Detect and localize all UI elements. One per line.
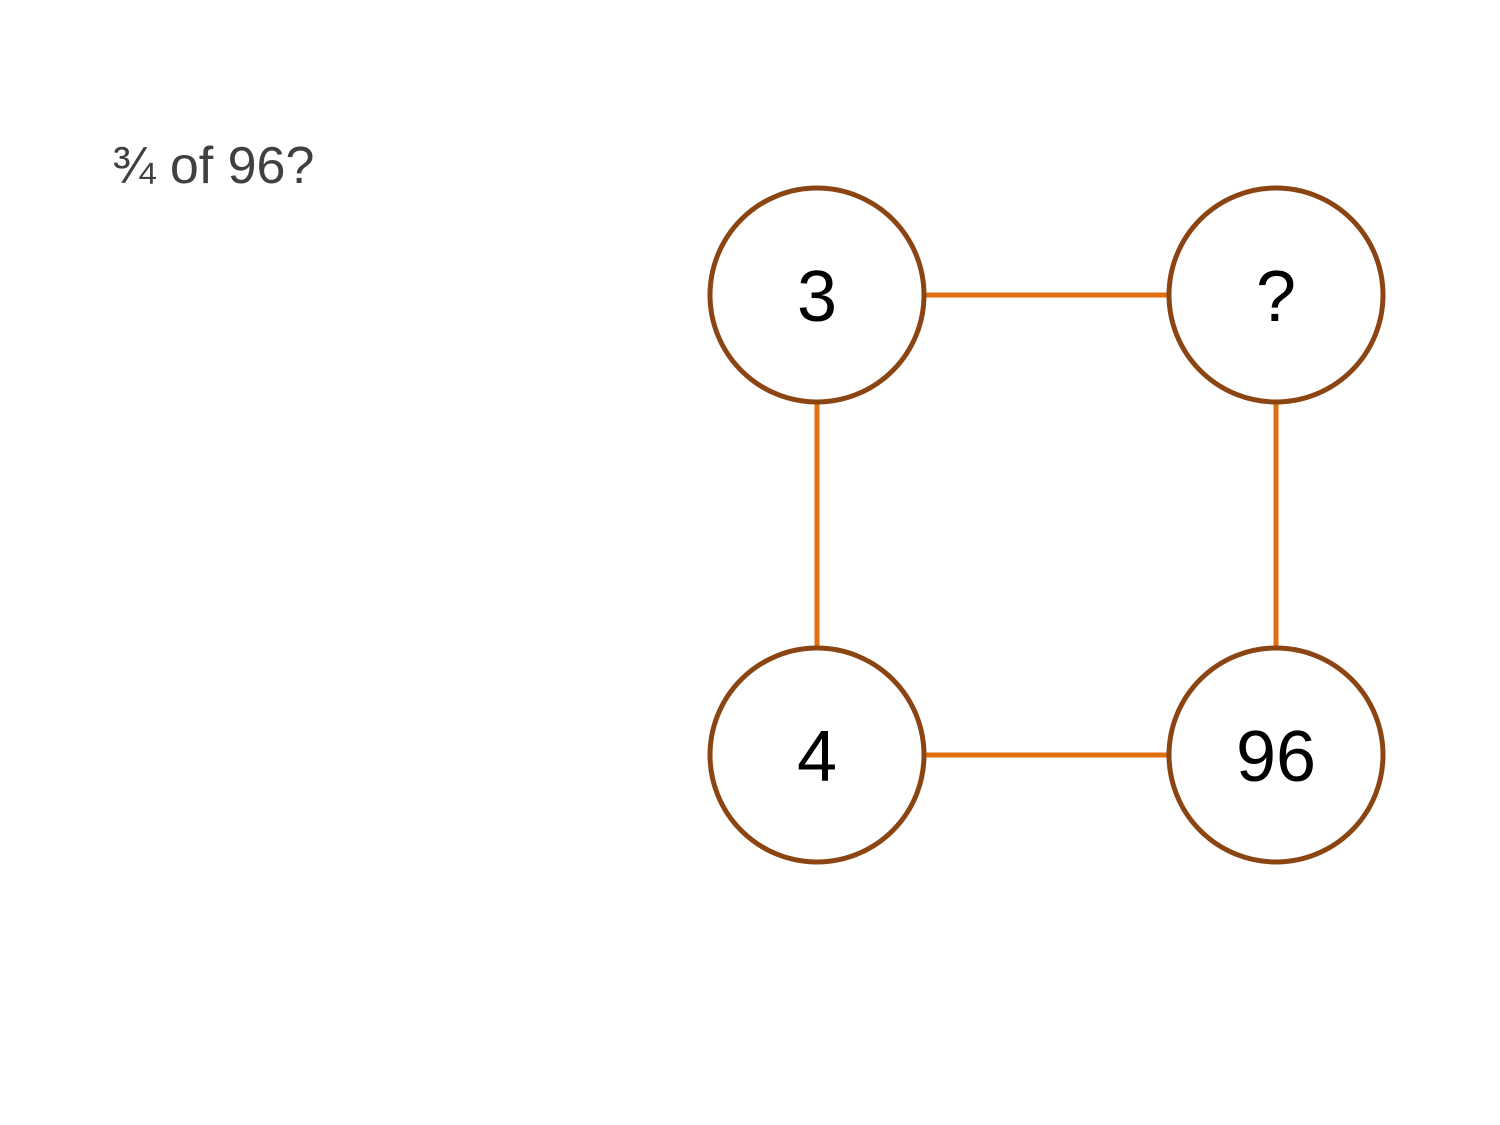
node-circle	[707, 645, 927, 865]
node-top-right: ?	[1166, 185, 1386, 405]
node-label: ?	[1256, 257, 1296, 337]
node-circle	[707, 185, 927, 405]
node-label: 4	[797, 717, 837, 797]
node-bottom-right: 96	[1166, 645, 1386, 865]
diagram-nodes: 3? 4 96	[707, 185, 1386, 865]
node-top-left: 3	[707, 185, 927, 405]
node-circle	[1166, 185, 1386, 405]
node-bottom-left: 4	[707, 645, 927, 865]
node-label: 96	[1236, 717, 1316, 797]
node-label: 3	[797, 257, 837, 337]
node-circle	[1166, 645, 1386, 865]
question-text: ¾ of 96?	[112, 137, 315, 195]
